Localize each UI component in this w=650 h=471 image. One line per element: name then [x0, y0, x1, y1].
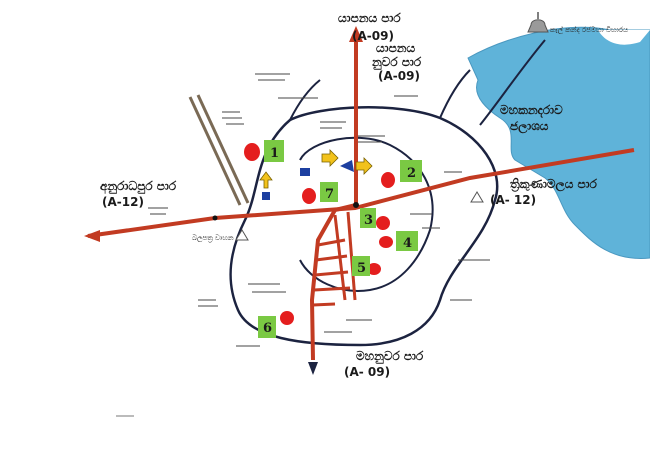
road-label-north-second: යාපනය	[376, 41, 415, 55]
minor-labels	[148, 73, 490, 347]
south-arrow-icon	[308, 362, 318, 375]
ne-road	[439, 69, 471, 119]
lake-inlet	[598, 30, 650, 45]
marker-number: 1	[270, 146, 279, 161]
road-label-west-code: (A-12)	[102, 195, 144, 209]
nw-road	[289, 79, 321, 121]
grid-roads	[312, 211, 357, 307]
lake-label-2: ජලාශය	[510, 119, 549, 135]
road-label-north-second-code: (A-09)	[378, 69, 420, 83]
marker-number: 4	[403, 236, 412, 251]
marker-number: 2	[407, 166, 416, 181]
number-boxes: 1 2 3 4 5 6 7	[258, 140, 422, 338]
lake-shape	[467, 26, 650, 259]
road-label-south: මහනුවර පාර	[356, 349, 424, 364]
marker-number: 5	[357, 261, 366, 276]
marker-number: 3	[364, 213, 373, 228]
temple-icon	[527, 12, 549, 33]
location-markers	[244, 143, 395, 325]
ne-road-2	[479, 39, 546, 126]
junction-dot	[212, 215, 218, 221]
north-arrow-icon	[349, 26, 363, 42]
tower-icon-west	[235, 229, 249, 241]
yellow-arrows	[259, 149, 373, 189]
road-label-west: අනුරාධපුර පාර	[100, 179, 177, 195]
road-label-north-top: යාපනය පාර	[338, 11, 401, 25]
blue-markers	[262, 160, 420, 200]
road-label-south-code: (A- 09)	[344, 365, 390, 379]
road-a12	[87, 148, 635, 238]
place-label-west: බලපත්‍ර වාහන	[192, 234, 234, 243]
road-label-east-code: (A- 12)	[490, 193, 536, 207]
tower-icon-east	[470, 191, 484, 203]
railway	[188, 94, 250, 206]
marker-number: 6	[263, 321, 272, 336]
temple-label: කෑල් කන්ද රජමහා විහාරය	[550, 26, 628, 34]
road-label-north-second-2: නුවර පාර	[371, 55, 422, 70]
marker-number: 7	[325, 187, 334, 202]
road-a09	[309, 38, 358, 361]
junction-dot	[353, 202, 359, 208]
west-arrow-icon	[84, 230, 100, 242]
lake-label: මහකනදරාව	[500, 103, 563, 118]
road-label-north-top-code: (A-09)	[352, 29, 394, 43]
road-label-east: ත්‍රිකුණාමලය පාර	[510, 177, 598, 193]
